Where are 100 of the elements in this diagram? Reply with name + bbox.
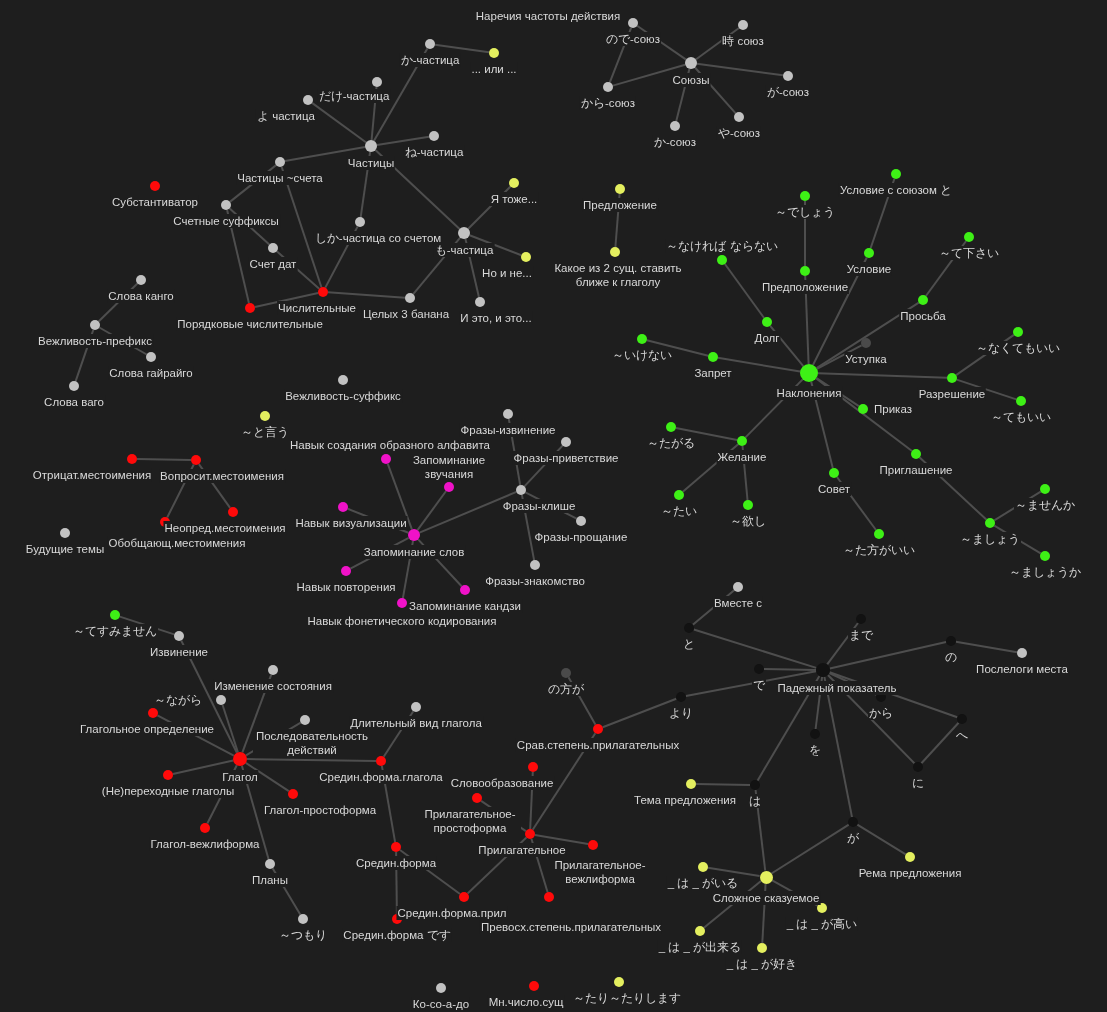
graph-edge xyxy=(723,263,766,319)
graph-edge xyxy=(769,324,805,368)
node-label: だけ-частица xyxy=(317,89,391,103)
graph-edge xyxy=(244,761,290,793)
node-label: で xyxy=(752,678,766,692)
graph-edge xyxy=(695,783,751,786)
node-label: ～いけない xyxy=(611,348,673,362)
node-label: Средин.форма です xyxy=(342,928,452,942)
node-label: Сложное сказуемое xyxy=(711,890,821,905)
node-label: が-союз xyxy=(766,85,810,99)
node-label: Средин.форма.глагола xyxy=(318,770,444,784)
node-label: Запоминание слов xyxy=(362,545,466,559)
node-label: に xyxy=(911,776,925,790)
graph-edge xyxy=(754,789,767,872)
node-label: Мн.число.сущ xyxy=(487,995,565,1009)
node-label: ～たがる xyxy=(646,436,696,450)
node-label: が xyxy=(846,831,860,845)
node-label: Превосх.степень.прилагательных xyxy=(480,920,662,934)
node-label: Будущие темы xyxy=(24,542,106,556)
node-label: Изменение состояния xyxy=(213,679,333,693)
node-label: ～ながら xyxy=(153,693,203,707)
graph-edge xyxy=(533,833,590,846)
node-label: Счет дат xyxy=(248,257,298,271)
node-label: Слова канго xyxy=(107,289,175,303)
node-label: Средин.форма xyxy=(354,856,438,870)
graph-edge xyxy=(601,697,678,729)
node-label: Союзы xyxy=(671,73,711,87)
node-label: Предложение xyxy=(582,198,658,212)
node-label: Навык фонетического кодирования xyxy=(306,614,498,628)
node-label: ～たい xyxy=(660,504,698,518)
graph-edge xyxy=(810,380,834,470)
node-label: Запрет xyxy=(693,366,733,380)
graph-edge xyxy=(856,823,907,856)
node-label: Приказ xyxy=(873,402,913,416)
node-label: Фразы-знакомство xyxy=(484,574,586,588)
node-label: Глагольное определение xyxy=(79,722,215,736)
node-label: Навык создания образного алфавита xyxy=(289,438,491,452)
node-label: Тема предложения xyxy=(633,793,737,807)
node-label: Срав.степень.прилагательных xyxy=(515,738,681,752)
node-label: Порядковые числительные xyxy=(176,317,324,331)
node-label: の方が xyxy=(547,682,585,696)
node-label: Рема предложения xyxy=(857,866,963,880)
node-label: か-частица xyxy=(399,53,461,67)
graph-edge xyxy=(826,674,916,765)
graph-edge xyxy=(756,675,821,782)
node-label: ～て下さい xyxy=(938,246,1000,260)
node-label: ～ませんか xyxy=(1014,498,1076,512)
graph-edge xyxy=(645,339,710,357)
node-label: ～なければ ならない xyxy=(665,239,779,253)
node-label: から-союз xyxy=(580,96,636,110)
graph-edge xyxy=(416,490,448,532)
graph-edge xyxy=(386,462,413,531)
node-label: の xyxy=(944,650,958,664)
node-label: Совет xyxy=(817,482,851,496)
node-label: Фразы-извинение xyxy=(459,423,557,437)
graph-edge xyxy=(221,703,239,754)
node-label: Наклонения xyxy=(775,386,843,400)
graph-edge xyxy=(955,378,1018,401)
node-label: _ は _ が出来る xyxy=(657,940,743,954)
node-label: ～てもいい xyxy=(990,410,1052,424)
graph-edge xyxy=(468,234,523,257)
floating-label: Наречия частоты действия xyxy=(475,9,621,23)
graph-edge xyxy=(770,823,850,875)
node-label: Числительные xyxy=(277,301,357,315)
node-label: Я тоже... xyxy=(489,192,539,206)
graph-edge xyxy=(246,758,377,762)
node-label: Просьба xyxy=(899,309,947,323)
node-label: Слова гайрайго xyxy=(108,366,194,380)
node-label: Долг xyxy=(753,331,781,345)
node-label: Обобщающ.местоимения xyxy=(107,536,247,550)
node-label: Прилагательное xyxy=(477,843,567,857)
graph-edge xyxy=(241,673,273,754)
node-label: まで xyxy=(848,628,874,642)
node-label: よ частица xyxy=(256,109,316,123)
node-label: と xyxy=(682,637,696,651)
node-label: Вместе с xyxy=(712,596,764,610)
graph-edge xyxy=(171,759,235,775)
graph-edge xyxy=(418,490,518,534)
graph-edge xyxy=(920,721,960,765)
graph-edge xyxy=(611,63,687,87)
node-label: Разрешение xyxy=(917,387,987,401)
graph-edge xyxy=(812,256,868,366)
graph-edge xyxy=(694,27,740,61)
graph-edge xyxy=(283,146,367,163)
graph-edge xyxy=(817,372,948,379)
node-label: Навык визуализации xyxy=(294,516,408,530)
graph-edge xyxy=(280,165,323,289)
node-label: Целых 3 банана xyxy=(361,307,451,321)
node-label: Условие xyxy=(845,262,893,276)
graph-edge xyxy=(327,291,406,299)
node-label: Вежливость-префикс xyxy=(37,334,153,348)
node-label: Средин.форма.прил xyxy=(396,906,508,920)
node-label: から xyxy=(868,706,894,720)
node-label: Вежливость-суффикс xyxy=(284,389,402,403)
node-label: Желание xyxy=(716,450,768,464)
node-label: Навык повторения xyxy=(295,580,397,594)
node-label: Слова ваго xyxy=(43,395,105,409)
graph-edge xyxy=(826,622,859,666)
node-label: Вопросит.местоимения xyxy=(159,469,285,483)
node-label: ～た方がいい xyxy=(842,543,916,557)
